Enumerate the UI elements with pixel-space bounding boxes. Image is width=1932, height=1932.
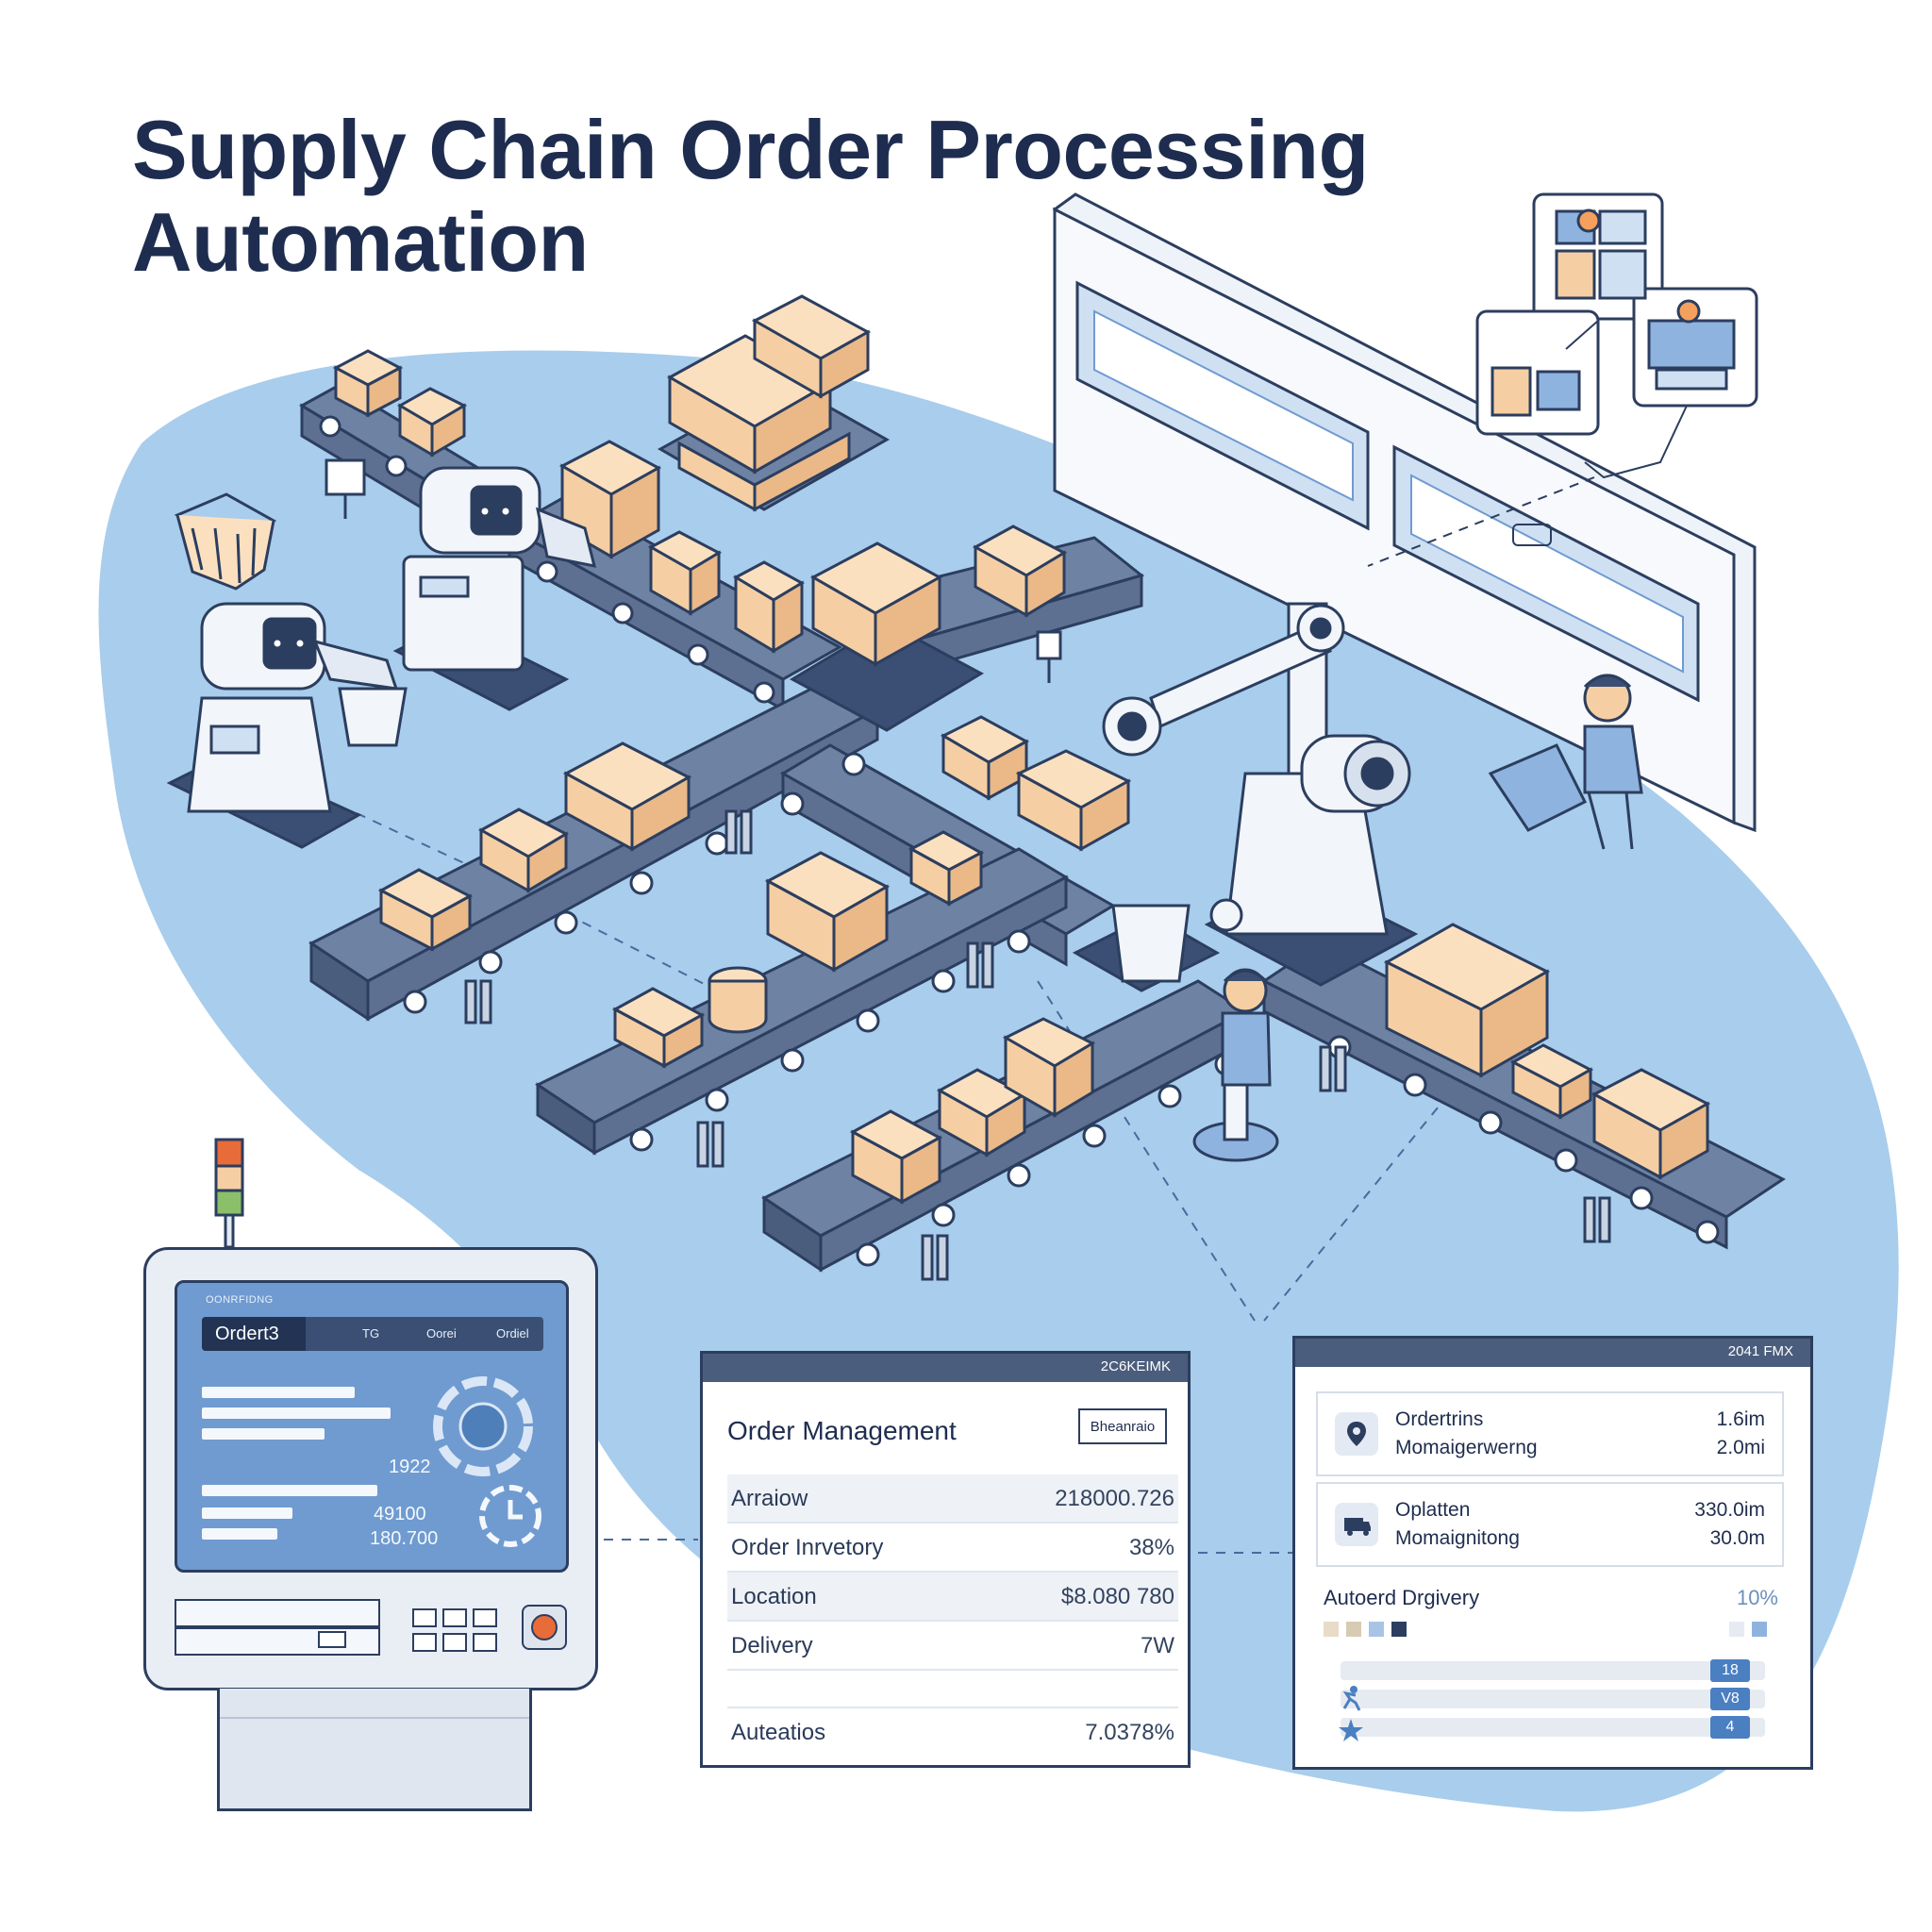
card-value-1: 1.6im [1716, 1408, 1765, 1430]
kiosk-card-slot [175, 1599, 380, 1627]
belt-legs [464, 809, 1611, 1281]
kiosk-screen: OONRFIDNG Ordert3 TG Oorei Ordiel 1922 4… [175, 1280, 569, 1573]
keypad-button[interactable] [412, 1608, 437, 1627]
row-badge: 18 [1710, 1659, 1750, 1682]
legend-swatch [1391, 1622, 1407, 1637]
card-title: Oplatten [1395, 1499, 1471, 1521]
legend-swatch [1346, 1622, 1361, 1637]
delivery-percent: 10% [1736, 1586, 1778, 1609]
row-label: Arraiow [731, 1486, 808, 1511]
panel-header: 2C6KEIMK [703, 1354, 1188, 1382]
keypad-button[interactable] [473, 1608, 497, 1627]
kiosk-brand: OONRFIDNG [206, 1294, 274, 1306]
kiosk-text-line [202, 1485, 377, 1496]
card-value-1: 330.0im [1694, 1499, 1765, 1521]
kiosk-tray [175, 1627, 380, 1656]
kiosk-text-line [202, 1507, 292, 1519]
row-value: 7W [1141, 1633, 1174, 1658]
legend-swatch [1729, 1622, 1744, 1637]
row-value: 38% [1128, 1535, 1174, 1560]
kiosk-tab-2[interactable]: Oorei [426, 1326, 457, 1341]
delivery-label: Autoerd Drgivery [1324, 1586, 1480, 1609]
table-row: Order Inrvetory 38% [727, 1524, 1178, 1573]
kiosk-tab-3[interactable]: Ordiel [496, 1326, 529, 1341]
progress-row: 18 [1341, 1659, 1765, 1682]
card-subtitle: Momaigerwerng [1395, 1437, 1538, 1458]
metric-card: Ordertrins Momaigerwerng 1.6im 2.0mi [1316, 1391, 1784, 1476]
kiosk-figure-1: 1922 [389, 1457, 431, 1477]
footer-value: 7.0378% [1085, 1720, 1174, 1745]
title-line-2: Automation [132, 195, 589, 289]
footer-label: Auteatios [731, 1720, 826, 1745]
metric-card: Oplatten Momaignitong 330.0im 30.0m [1316, 1482, 1784, 1567]
star-icon [1339, 1719, 1363, 1741]
belt-rollers [319, 415, 1720, 1267]
wire-basket [174, 492, 277, 591]
metrics-panel: 2041 FMX Ordertrins Momaigerwerng 1.6im … [1292, 1336, 1813, 1770]
row-badge: 4 [1710, 1716, 1750, 1739]
keypad-button[interactable] [442, 1608, 467, 1627]
kiosk-stand [217, 1689, 532, 1811]
kiosk-figure-3: 180.700 [370, 1528, 439, 1549]
floating-cards [1367, 192, 1758, 567]
truck-icon [1335, 1503, 1378, 1546]
row-value: 218000.726 [1055, 1486, 1174, 1511]
kiosk-tab-bar: Ordert3 TG Oorei Ordiel [202, 1317, 543, 1351]
kiosk-text-line [202, 1528, 277, 1540]
location-pin-icon [1335, 1412, 1378, 1456]
sign-posts [325, 458, 1062, 683]
table-footer-row: Auteatios 7.0378% [727, 1707, 1178, 1756]
gauge-icon [433, 1376, 533, 1476]
keypad-button[interactable] [442, 1633, 467, 1652]
legend-swatch [1324, 1622, 1339, 1637]
kiosk-tab-active[interactable]: Ordert3 [202, 1317, 306, 1351]
signal-tower [214, 1138, 244, 1249]
clock-icon [479, 1485, 541, 1547]
legend-swatch [1752, 1622, 1767, 1637]
kiosk-text-line [202, 1428, 325, 1440]
card-title: Ordertrins [1395, 1408, 1484, 1430]
workers [1221, 674, 1643, 1087]
progress-row: 4 [1339, 1716, 1765, 1741]
row-badge: V8 [1710, 1688, 1750, 1710]
emergency-stop-button[interactable] [522, 1605, 567, 1650]
legend-swatch [1369, 1622, 1384, 1637]
page-title: Supply Chain Order Processing Automation [132, 104, 1369, 289]
wall-display [1052, 192, 1757, 833]
table-row: Arraiow 218000.726 [727, 1474, 1178, 1524]
kiosk-text-line [202, 1407, 391, 1419]
panel-header: 2041 FMX [1295, 1339, 1810, 1367]
table-row: Delivery 7W [727, 1622, 1178, 1671]
card-subtitle: Momaignitong [1395, 1527, 1520, 1549]
table-row: Location $8.080 780 [727, 1573, 1178, 1622]
row-label: Location [731, 1584, 817, 1609]
panel-action-button[interactable]: Bheanraio [1078, 1408, 1167, 1444]
title-line-1: Supply Chain Order Processing [132, 103, 1369, 196]
kiosk-text-line [202, 1387, 355, 1398]
robot-arms [166, 466, 1419, 1162]
keypad-button[interactable] [473, 1633, 497, 1652]
row-label: Order Inrvetory [731, 1535, 884, 1560]
runner-icon [1342, 1686, 1361, 1711]
order-management-panel: 2C6KEIMK Order Management Bheanraio Arra… [700, 1351, 1191, 1768]
card-value-2: 30.0m [1709, 1527, 1765, 1549]
panel-title: Order Management [727, 1416, 957, 1445]
control-kiosk: OONRFIDNG Ordert3 TG Oorei Ordiel 1922 4… [143, 1247, 598, 1690]
row-value: $8.080 780 [1060, 1584, 1174, 1609]
kiosk-tab-1[interactable]: TG [362, 1326, 380, 1341]
keypad-button[interactable] [412, 1633, 437, 1652]
row-label: Delivery [731, 1633, 813, 1658]
kiosk-figure-2: 49100 [374, 1504, 426, 1524]
kiosk-slot [318, 1631, 346, 1648]
cardboard-boxes [332, 294, 1711, 1205]
progress-row: V8 [1341, 1686, 1765, 1711]
card-value-2: 2.0mi [1716, 1437, 1765, 1458]
